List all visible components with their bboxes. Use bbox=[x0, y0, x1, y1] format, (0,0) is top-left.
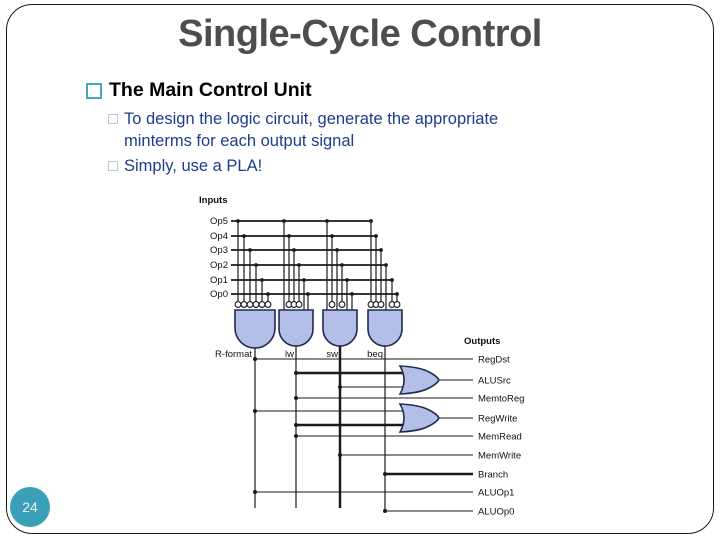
square-bullet-icon bbox=[108, 114, 118, 124]
outputs-header: Outputs bbox=[464, 336, 500, 347]
output-label-memread: MemRead bbox=[478, 432, 522, 443]
junction-dot bbox=[340, 263, 344, 267]
junction-dot bbox=[383, 509, 387, 513]
and-gate-lw: lw bbox=[278, 219, 314, 360]
output-label-memwrite: MemWrite bbox=[478, 451, 521, 462]
junction-dot bbox=[260, 278, 264, 282]
inverter-bubble-icon bbox=[234, 301, 242, 308]
junction-dot bbox=[248, 248, 252, 252]
junction-dot bbox=[253, 409, 257, 413]
and-gate-body bbox=[234, 309, 276, 349]
gate-label: beq bbox=[367, 349, 383, 360]
junction-dot bbox=[236, 219, 240, 223]
and-gate-body bbox=[367, 309, 403, 347]
list-item: To design the logic circuit, generate th… bbox=[108, 108, 628, 152]
page-title: Single-Cycle Control bbox=[178, 13, 542, 55]
inverter-bubble-icon bbox=[338, 301, 346, 308]
bullet-level1-label: The Main Control Unit bbox=[109, 79, 312, 101]
gate-label: lw bbox=[285, 349, 294, 360]
bullet-line: Simply, use a PLA! bbox=[124, 157, 263, 175]
output-label-aluop1: ALUOp1 bbox=[478, 488, 514, 499]
junction-dot bbox=[390, 278, 394, 282]
and-gate-body bbox=[278, 309, 314, 347]
junction-dot bbox=[383, 472, 387, 476]
junction-dot bbox=[379, 248, 383, 252]
junction-dot bbox=[254, 263, 258, 267]
and-gate-beq: beq bbox=[367, 219, 403, 360]
input-signal-labels: Op5 Op4 Op3 Op2 Op1 Op0 bbox=[210, 216, 228, 300]
junction-dot bbox=[297, 263, 301, 267]
and-gate-sw: sw bbox=[322, 219, 358, 360]
junction-dot bbox=[335, 248, 339, 252]
inverter-bubble-icon bbox=[328, 301, 336, 308]
junction-dot bbox=[294, 396, 298, 400]
input-label: Op2 bbox=[210, 260, 228, 271]
or-gate-regwrite bbox=[398, 403, 440, 433]
output-label-regwrite: RegWrite bbox=[478, 414, 517, 425]
list-item: Simply, use a PLA! bbox=[108, 155, 628, 177]
and-gate-r-format: R-format bbox=[215, 219, 276, 360]
junction-dot bbox=[325, 219, 329, 223]
product-term-wires bbox=[254, 346, 386, 511]
input-label: Op1 bbox=[210, 275, 228, 286]
inverter-bubble-icon bbox=[240, 301, 248, 308]
junction-dot bbox=[384, 263, 388, 267]
bullet-level2-list: To design the logic circuit, generate th… bbox=[108, 108, 628, 180]
inputs-header: Inputs bbox=[199, 195, 228, 206]
junction-dot bbox=[374, 234, 378, 238]
bullet-line: To design the logic circuit, generate th… bbox=[124, 110, 499, 128]
inverter-bubble-icon bbox=[295, 301, 303, 308]
junction-dot bbox=[253, 490, 257, 494]
inverter-bubble-icon bbox=[393, 301, 401, 308]
junction-dot bbox=[266, 292, 270, 296]
junction-dot bbox=[338, 453, 342, 457]
junction-dot bbox=[242, 234, 246, 238]
junction-dot bbox=[253, 357, 257, 361]
gate-label: sw bbox=[326, 349, 338, 360]
junction-dot bbox=[294, 423, 298, 427]
junction-dot bbox=[350, 292, 354, 296]
output-label-regdst: RegDst bbox=[478, 355, 510, 366]
junction-dot bbox=[294, 371, 298, 375]
input-label: Op0 bbox=[210, 289, 228, 300]
junction-dot bbox=[330, 234, 334, 238]
bullet-text: To design the logic circuit, generate th… bbox=[124, 108, 498, 152]
bullet-level1: The Main Control Unit bbox=[86, 79, 312, 102]
square-bullet-icon bbox=[108, 161, 118, 171]
input-label: Op5 bbox=[210, 216, 228, 227]
output-label-branch: Branch bbox=[478, 470, 508, 481]
junction-dot bbox=[338, 385, 342, 389]
input-label: Op3 bbox=[210, 245, 228, 256]
junction-dot bbox=[292, 248, 296, 252]
slide-border bbox=[6, 4, 714, 534]
junction-dot bbox=[306, 292, 310, 296]
junction-dot bbox=[294, 434, 298, 438]
inverter-bubble-icon bbox=[252, 301, 260, 308]
square-bullet-icon bbox=[86, 83, 102, 99]
output-label-alusrc: ALUSrc bbox=[478, 376, 511, 387]
page-number: 24 bbox=[22, 499, 38, 515]
junction-dot bbox=[282, 219, 286, 223]
output-label-aluop0: ALUOp0 bbox=[478, 507, 514, 518]
output-label-memtoreg: MemtoReg bbox=[478, 394, 524, 405]
gate-label: R-format bbox=[215, 349, 252, 360]
output-matrix-wires bbox=[253, 357, 473, 513]
and-gate-body bbox=[322, 309, 358, 347]
bullet-text: Simply, use a PLA! bbox=[124, 155, 262, 177]
junction-dot bbox=[395, 292, 399, 296]
input-label: Op4 bbox=[210, 231, 228, 242]
inverter-bubble-icon bbox=[264, 301, 272, 308]
inverter-bubble-icon bbox=[246, 301, 254, 308]
or-gate-alusrc bbox=[398, 365, 440, 395]
bullet-line: minterms for each output signal bbox=[124, 132, 355, 150]
junction-dot bbox=[302, 278, 306, 282]
junction-dot bbox=[345, 278, 349, 282]
inverter-bubble-icon bbox=[258, 301, 266, 308]
page-number-badge: 24 bbox=[10, 487, 50, 527]
junction-dot bbox=[287, 234, 291, 238]
junction-dot bbox=[369, 219, 373, 223]
output-signal-labels: RegDst ALUSrc MemtoReg RegWrite MemRead … bbox=[478, 355, 524, 518]
inverter-bubble-icon bbox=[377, 301, 385, 308]
